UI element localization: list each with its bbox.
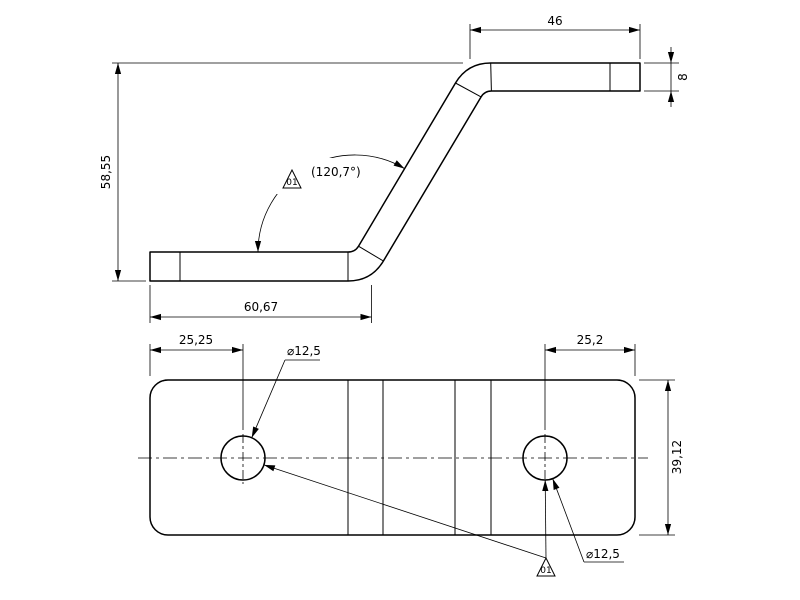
bend-mark-leader-left-hole: [263, 464, 547, 559]
hole-bottom-label: ⌀12,5: [586, 547, 620, 561]
hole-top-leader: [251, 359, 286, 438]
dim-3912-label: 39,12: [670, 440, 684, 474]
bracket-profile-outline: [149, 62, 641, 282]
dim-5855-label: 58,55: [99, 155, 113, 189]
bend-mark-triangle-plan: [536, 556, 556, 577]
bend-mark-label-plan: 01: [540, 566, 551, 576]
left-hole: [220, 435, 266, 481]
dim-252-label: 25,2: [577, 333, 604, 347]
angle-dim-label: (120,7°): [311, 165, 361, 179]
dim-2525-label: 25,25: [179, 333, 213, 347]
dim-8-label: 8: [676, 73, 690, 81]
hole-top-label: ⌀12,5: [287, 344, 321, 358]
hole-bottom-leader: [552, 478, 585, 563]
bend1-tangent-line-end: [358, 245, 384, 262]
bend-mark-label-side: 01: [286, 178, 297, 188]
bend2-tangent-line-end: [490, 62, 492, 92]
plate-outline: [149, 379, 636, 536]
bend-mark-leader-right-hole: [542, 479, 549, 559]
dim-46-label: 46: [547, 14, 562, 28]
dim-6067-label: 60,67: [244, 300, 278, 314]
plan-view: 25,25 25,2 39,12 ⌀12,5 ⌀12,5 01: [138, 333, 684, 577]
side-view: 46 8 58,55 60,67 01 (120,7°): [99, 14, 690, 323]
bend-mark-triangle-side: [282, 168, 302, 189]
bend2-tangent-line-start: [455, 82, 482, 98]
